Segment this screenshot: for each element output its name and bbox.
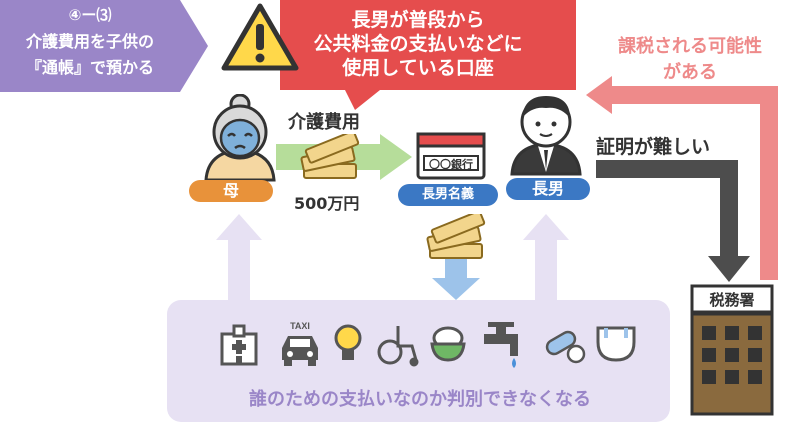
son-label: 長男 — [531, 179, 564, 198]
light-bulb-icon — [334, 324, 362, 360]
money-stack-icon — [300, 134, 360, 179]
tax-risk-text: 課税される可能性 がある — [590, 34, 790, 86]
pills-icon — [545, 330, 586, 364]
callout-line2: 公共料金の支払いなどに — [313, 33, 523, 55]
taxi-sign-label: TAXI — [290, 321, 310, 331]
callout-text: 長男が普段から 公共料金の支払いなどに 使用している口座 — [300, 8, 536, 80]
tag-title-line1: 介護費用を子供の — [25, 32, 154, 51]
tag-number: ④ー⑶ — [68, 6, 112, 24]
risk-line2: がある — [663, 62, 717, 83]
mother-illustration — [204, 94, 276, 182]
bottom-panel — [167, 300, 670, 422]
section-tag: ④ー⑶ 介護費用を子供の 『通帳』で預かる — [0, 0, 212, 92]
son-illustration — [510, 96, 582, 176]
bottom-message: 誰のための支払いなのか判別できなくなる — [249, 389, 591, 410]
bankbook-icon — [416, 132, 486, 180]
blue-arrow — [432, 258, 480, 300]
warning-icon — [221, 3, 299, 71]
wheelchair-icon — [377, 326, 419, 367]
taxi-icon: TAXI — [282, 321, 318, 366]
care-cost-label: 介護費用 — [288, 112, 360, 133]
callout-line1: 長男が普段から — [351, 9, 485, 31]
account-holder-label: 長男名義 — [421, 187, 474, 202]
bank-name: 〇〇銀行 — [429, 158, 473, 171]
gray-arrow — [596, 160, 750, 282]
amount-label: 500万円 — [294, 194, 360, 213]
warning-callout — [221, 0, 576, 110]
mother-label: 母 — [222, 181, 239, 200]
hospital-icon — [220, 324, 258, 366]
diaper-icon — [596, 326, 636, 362]
rice-bowl-icon — [430, 326, 466, 362]
expense-icons: TAXI — [220, 321, 636, 368]
pink-arrow — [586, 76, 778, 280]
money-stack-icon-2 — [426, 214, 486, 259]
proof-difficulty-label: 証明が難しい — [596, 136, 711, 158]
tag-title-line2: 『通帳』で預かる — [25, 58, 154, 77]
tax-office-building — [690, 284, 774, 416]
tax-office-label: 税務署 — [709, 291, 755, 309]
callout-line3: 使用している口座 — [342, 57, 494, 79]
purple-arrow-son — [523, 214, 569, 301]
risk-line1: 課税される可能性 — [618, 36, 762, 57]
faucet-icon — [484, 322, 518, 368]
purple-arrow-mother — [216, 214, 262, 301]
